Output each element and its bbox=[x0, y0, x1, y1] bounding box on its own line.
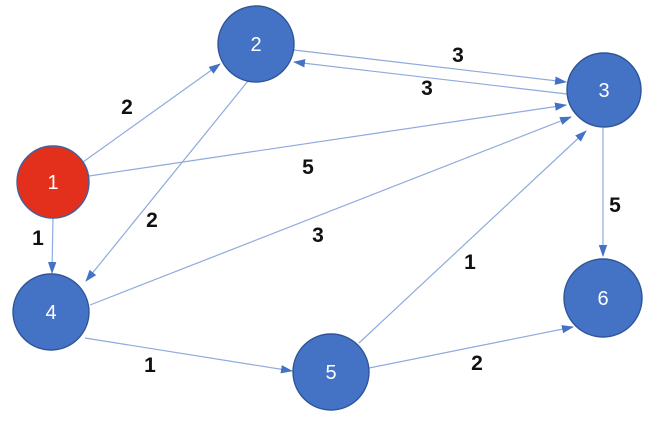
graph-node-6[interactable] bbox=[563, 258, 643, 338]
graph-node-2[interactable] bbox=[217, 5, 295, 83]
edge-4-to-3[interactable] bbox=[89, 116, 572, 306]
edge-1-to-4[interactable] bbox=[48, 217, 57, 274]
node-label-2: 2 bbox=[250, 34, 261, 56]
edge-2-to-3[interactable] bbox=[293, 49, 567, 85]
graph-node-4[interactable] bbox=[12, 273, 90, 351]
edge-weight-2-3: 3 bbox=[452, 44, 464, 67]
edge-weight-1-3: 5 bbox=[302, 156, 314, 179]
edge-1-to-2[interactable] bbox=[82, 63, 221, 163]
edge-weight-5-3: 1 bbox=[464, 251, 476, 274]
node-label-5: 5 bbox=[325, 362, 336, 384]
node-label-3: 3 bbox=[598, 80, 609, 102]
edge-3-to-2[interactable] bbox=[293, 59, 568, 95]
graph-node-3[interactable] bbox=[566, 52, 642, 128]
node-label-1: 1 bbox=[47, 172, 58, 194]
edge-2-to-4[interactable] bbox=[85, 80, 249, 282]
edge-weight-3-6: 5 bbox=[609, 194, 621, 217]
edge-weight-4-3: 3 bbox=[312, 224, 324, 247]
node-label-4: 4 bbox=[45, 302, 56, 324]
edge-weight-3-2: 3 bbox=[421, 77, 433, 100]
edge-weight-5-6: 2 bbox=[471, 352, 483, 375]
node-label-6: 6 bbox=[597, 288, 608, 310]
edge-1-to-3[interactable] bbox=[88, 102, 567, 177]
graph-node-5[interactable] bbox=[292, 333, 370, 411]
edge-weight-1-2: 2 bbox=[121, 96, 133, 119]
edge-5-to-3[interactable] bbox=[358, 130, 587, 344]
edge-4-to-5[interactable] bbox=[84, 337, 293, 374]
edge-5-to-6[interactable] bbox=[368, 325, 574, 369]
graph-node-1[interactable] bbox=[16, 145, 90, 219]
edge-weight-4-5: 1 bbox=[144, 354, 156, 377]
edge-weight-2-4: 2 bbox=[146, 209, 158, 232]
edge-weight-1-4: 1 bbox=[32, 227, 44, 250]
